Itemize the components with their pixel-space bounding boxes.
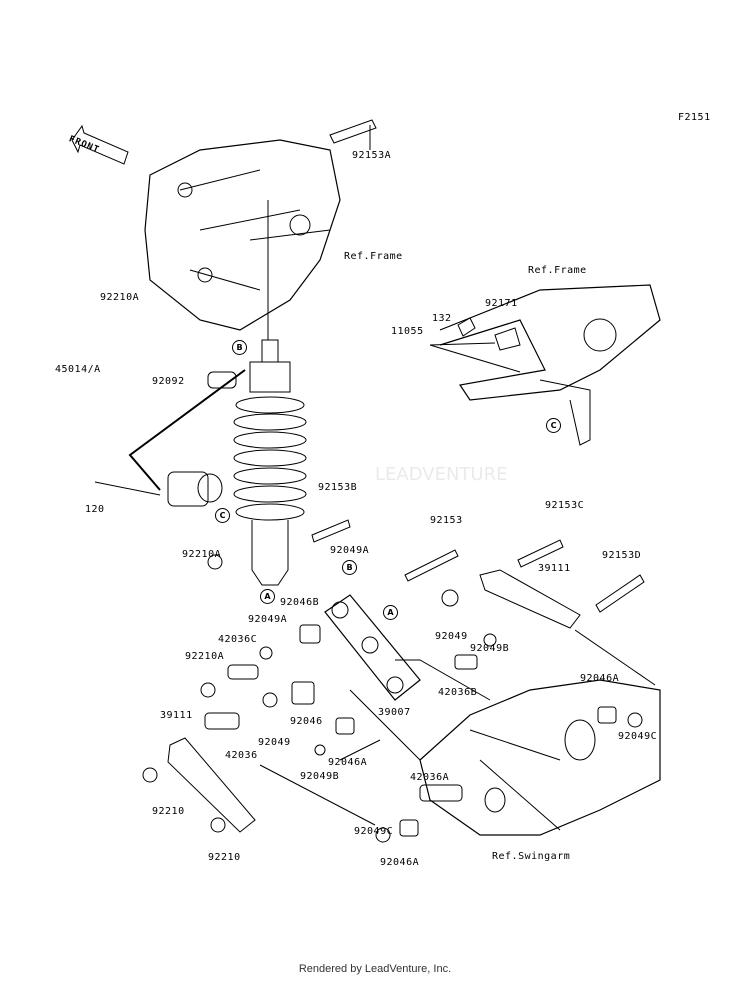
frame-right xyxy=(439,284,661,401)
part-label[interactable]: 39111 xyxy=(538,563,571,574)
part-label[interactable]: 42036B xyxy=(438,687,478,698)
marker-c: C xyxy=(215,508,230,523)
marker-b: B xyxy=(342,560,357,575)
swingarm xyxy=(419,679,661,836)
part-label[interactable]: 39111 xyxy=(160,710,193,721)
part-label[interactable]: 92092 xyxy=(152,376,185,387)
part-label[interactable]: 120 xyxy=(85,504,105,515)
part-label[interactable]: 92046A xyxy=(580,673,620,684)
front-arrow-icon xyxy=(71,124,129,165)
marker-a: A xyxy=(260,589,275,604)
part-label[interactable]: 92210A xyxy=(182,549,222,560)
bolt-92153A xyxy=(329,119,377,144)
part-label[interactable]: 92046A xyxy=(380,857,420,868)
svg-text:LEADVENTURE: LEADVENTURE xyxy=(375,464,507,485)
ref-label: Ref.Frame xyxy=(528,265,587,276)
part-label[interactable]: 92049A xyxy=(248,614,288,625)
tie-rod-39111-left xyxy=(167,737,256,833)
part-label[interactable]: 39007 xyxy=(378,707,411,718)
part-label[interactable]: 92049 xyxy=(435,631,468,642)
footer-credit: Rendered by LeadVenture, Inc. xyxy=(298,963,452,975)
ref-label: Ref.Swingarm xyxy=(492,851,571,862)
part-label[interactable]: 45014/A xyxy=(55,364,101,375)
part-label[interactable]: 92153 xyxy=(430,515,463,526)
shock-spring xyxy=(233,396,307,521)
marker-b: B xyxy=(232,340,247,355)
marker-a: A xyxy=(383,605,398,620)
part-label[interactable]: 132 xyxy=(432,313,452,324)
part-label[interactable]: 42036 xyxy=(225,750,258,761)
reservoir-hose xyxy=(128,369,246,491)
part-label[interactable]: 92153A xyxy=(352,150,392,161)
rocker-arm-39007 xyxy=(324,594,421,701)
part-label[interactable]: 92210A xyxy=(100,292,140,303)
part-label[interactable]: 92049B xyxy=(300,771,340,782)
part-label[interactable]: 92049 xyxy=(258,737,291,748)
part-label[interactable]: 11055 xyxy=(391,326,424,337)
tie-rod-39111-right xyxy=(479,569,581,629)
part-label[interactable]: 92153D xyxy=(602,550,642,561)
part-label[interactable]: 92171 xyxy=(485,298,518,309)
part-label[interactable]: 92210A xyxy=(185,651,225,662)
part-label[interactable]: 92153B xyxy=(318,482,358,493)
reservoir xyxy=(167,471,209,507)
part-label[interactable]: 42036A xyxy=(410,772,450,783)
part-label[interactable]: 92153C xyxy=(545,500,585,511)
figure-code: F2151 xyxy=(678,112,711,123)
part-label[interactable]: 92046A xyxy=(328,757,368,768)
frame-upper xyxy=(144,139,341,331)
ref-label: Ref.Frame xyxy=(344,251,403,262)
bushings-collars xyxy=(142,554,643,843)
marker-c: C xyxy=(546,418,561,433)
part-label[interactable]: 92049B xyxy=(470,643,510,654)
shock-body xyxy=(251,520,289,586)
part-label[interactable]: 92049C xyxy=(354,826,394,837)
part-label[interactable]: 92049A xyxy=(330,545,370,556)
part-label[interactable]: 92049C xyxy=(618,731,658,742)
part-label[interactable]: 42036C xyxy=(218,634,258,645)
part-label[interactable]: 92210 xyxy=(152,806,185,817)
part-label[interactable]: 92046 xyxy=(290,716,323,727)
shock-top-eye xyxy=(261,339,279,363)
part-label[interactable]: 92046B xyxy=(280,597,320,608)
part-label[interactable]: 92210 xyxy=(208,852,241,863)
